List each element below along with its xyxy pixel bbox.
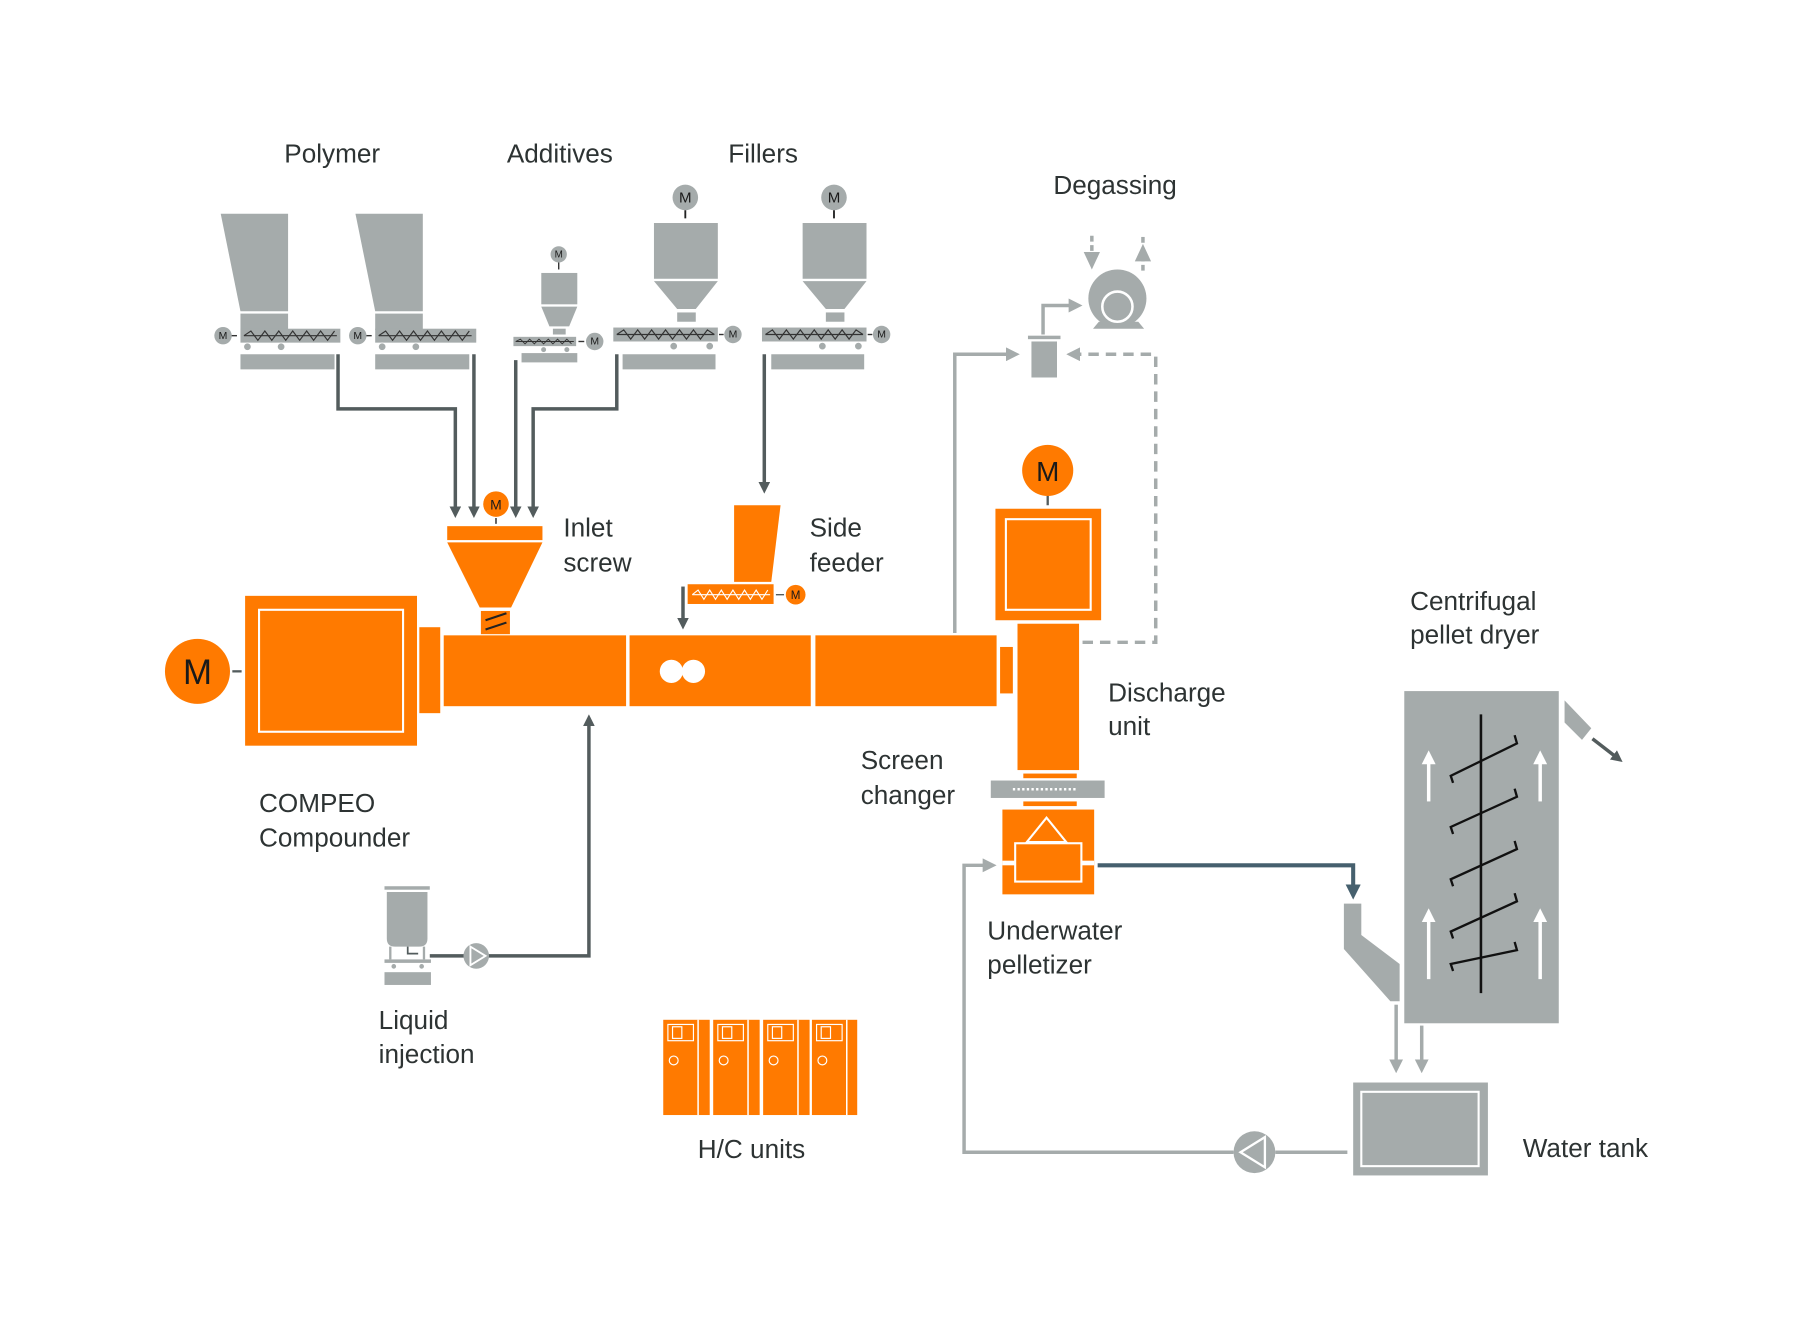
- screen-changer: [990, 780, 1105, 807]
- label-additives: Additives: [507, 139, 613, 169]
- svg-text:M: M: [353, 331, 362, 342]
- svg-text:M: M: [877, 330, 886, 341]
- pellet-slurry-line: [1097, 863, 1361, 900]
- label-liquid-injection-line2: injection: [379, 1039, 475, 1069]
- label-pelletizer-line1: Underwater: [987, 916, 1122, 946]
- svg-text:M: M: [183, 653, 212, 692]
- svg-text:M: M: [555, 249, 563, 260]
- label-dryer-line2: pellet dryer: [1410, 619, 1540, 649]
- motor-icon: M: [1022, 444, 1074, 496]
- flow-arrow-icon: [527, 354, 619, 519]
- hc-unit: [713, 1019, 760, 1116]
- degassing-unit: [953, 235, 1158, 645]
- fillers-feeder-1: M M: [613, 184, 742, 370]
- water-return-line: [962, 858, 1234, 1154]
- label-screen-changer-line2: changer: [861, 780, 956, 810]
- label-screen-changer-line1: Screen: [861, 745, 944, 775]
- label-liquid-injection-line1: Liquid: [379, 1005, 449, 1035]
- label-side-feeder-line2: feeder: [810, 547, 884, 577]
- motor-icon: M: [550, 246, 567, 263]
- liquid-injection: [384, 886, 490, 985]
- motor-icon: M: [724, 325, 742, 344]
- label-degassing: Degassing: [1053, 170, 1176, 200]
- label-water-tank: Water tank: [1523, 1133, 1649, 1163]
- fillers-feeder-2: M M: [761, 184, 891, 370]
- pump-icon: [463, 943, 490, 969]
- pump-icon: [1233, 1131, 1276, 1174]
- label-inlet-screw-line2: screw: [563, 547, 631, 577]
- svg-text:M: M: [791, 589, 801, 602]
- label-side-feeder-line1: Side: [810, 513, 862, 543]
- discharge-unit: M: [995, 444, 1102, 779]
- centrifugal-pellet-dryer: [1343, 691, 1623, 1024]
- polymer-feeder-2: M: [349, 213, 477, 370]
- flow-arrow-icon: [487, 714, 595, 958]
- svg-text:M: M: [1036, 456, 1059, 487]
- label-hc-units: H/C units: [698, 1134, 805, 1164]
- flow-arrow-icon: [336, 354, 462, 519]
- label-dryer-line1: Centrifugal: [1410, 586, 1536, 616]
- motor-icon: M: [672, 184, 699, 211]
- svg-text:M: M: [590, 337, 599, 348]
- label-fillers: Fillers: [728, 139, 798, 169]
- additives-feeder: M M: [513, 246, 604, 363]
- vacuum-pump-icon: [1083, 235, 1152, 329]
- water-tank: [1353, 1082, 1488, 1176]
- compeo-compounder: M: [164, 595, 1013, 746]
- side-feeder: M: [687, 505, 806, 605]
- label-compounder-line1: COMPEO: [259, 788, 375, 818]
- label-compounder-line2: Compounder: [259, 823, 410, 853]
- motor-icon: M: [214, 326, 232, 345]
- motor-icon: M: [821, 184, 847, 211]
- motor-icon: M: [785, 584, 806, 605]
- label-discharge-line1: Discharge: [1108, 678, 1226, 708]
- motor-icon: M: [349, 326, 367, 345]
- motor-icon: M: [483, 491, 509, 517]
- label-polymer: Polymer: [284, 139, 380, 169]
- svg-text:M: M: [219, 331, 228, 342]
- svg-text:M: M: [490, 497, 502, 513]
- label-pelletizer-line2: pelletizer: [987, 949, 1092, 979]
- svg-text:M: M: [729, 330, 738, 341]
- svg-text:M: M: [828, 190, 841, 207]
- label-discharge-line2: unit: [1108, 711, 1151, 741]
- hc-unit: [663, 1019, 710, 1116]
- hc-unit: [811, 1019, 858, 1116]
- polymer-feeder-1: M: [214, 213, 341, 370]
- hc-unit: [763, 1019, 810, 1116]
- motor-icon: M: [164, 638, 231, 704]
- motor-icon: M: [872, 325, 891, 344]
- label-inlet-screw-line1: Inlet: [563, 513, 613, 543]
- hc-units: [663, 1019, 858, 1116]
- inlet-screw: M: [447, 491, 543, 635]
- svg-text:M: M: [679, 190, 692, 207]
- underwater-pelletizer: [1002, 809, 1095, 895]
- motor-icon: M: [586, 332, 604, 351]
- material-flow-lines: [336, 354, 771, 958]
